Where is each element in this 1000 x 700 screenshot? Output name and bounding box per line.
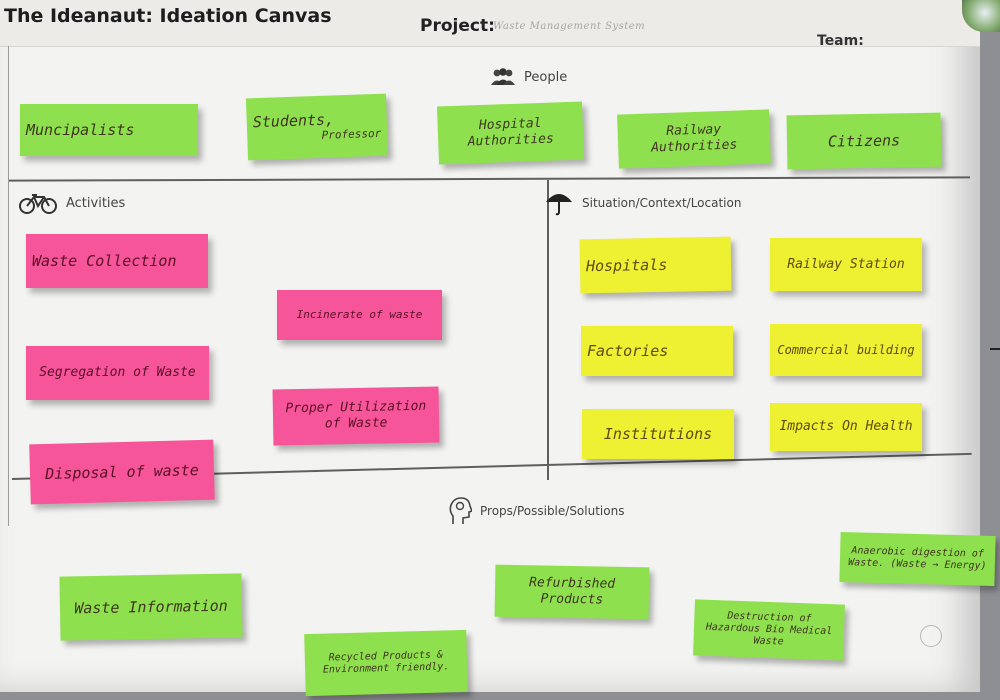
people-icon [491,68,515,85]
note-refurbished-products-text: Refurbished Products [528,575,616,608]
section-title-props: Props/Possible/Solutions [448,496,624,526]
note-anaerobic-digestion[interactable]: Anaerobic digestion of Waste. (Waste → E… [839,531,996,587]
divider-activities-situation [547,180,549,480]
note-railway-authorities[interactable]: Railway Authorities [617,109,771,169]
divider-left-edge [8,46,9,526]
note-citizens-text: Citizens [827,131,901,151]
corner-scribble [920,625,942,647]
note-hospitals-text: Hospitals [585,255,668,276]
note-students[interactable]: Students, Professor [245,93,389,161]
section-title-situation-text: Situation/Context/Location [582,196,742,210]
note-recycled-products-text: Recycled Products & Environment friendly… [322,649,450,676]
umbrella-icon [546,194,572,216]
project-label: Project: [420,16,495,36]
note-hospitals[interactable]: Hospitals [579,236,732,294]
note-segregation-of-waste[interactable]: Segregation of Waste [26,346,209,400]
note-factories-text: Factories [587,342,669,360]
note-institutions-text: Institutions [603,425,713,443]
section-title-props-text: Props/Possible/Solutions [480,504,625,518]
note-students-subtext: Professor [321,127,382,143]
note-commercial-building[interactable]: Commercial building [770,324,922,376]
team-label: Team: [817,33,864,49]
note-institutions[interactable]: Institutions [582,409,734,459]
note-waste-information-text: Waste Information [74,596,228,618]
note-impacts-on-health[interactable]: Impacts On Health [770,403,922,451]
note-anaerobic-digestion-text: Anaerobic digestion of Waste. (Waste → E… [847,545,987,572]
note-waste-collection-text: Waste Collection [32,252,177,270]
note-waste-information[interactable]: Waste Information [59,573,243,641]
note-refurbished-products[interactable]: Refurbished Products [494,564,650,620]
head-thought-icon [449,497,472,524]
app-title: The Ideanaut: Ideation Canvas [4,5,332,27]
note-disposal-of-waste-text: Disposal of waste [45,460,199,484]
note-commercial-building-text: Commercial building [777,342,915,357]
divider-people-bottom [7,176,971,182]
section-title-people-text: People [524,69,568,85]
note-municipalists-text: Muncipalists [26,121,135,139]
note-destruction-biomedical-text: Destruction of Hazardous Bio Medical Was… [705,610,833,648]
right-edge-mark [990,348,1000,350]
note-municipalists[interactable]: Muncipalists [20,104,198,156]
note-destruction-biomedical[interactable]: Destruction of Hazardous Bio Medical Was… [693,599,845,661]
header-bar: The Ideanaut: Ideation Canvas Project: W… [0,0,980,49]
note-segregation-of-waste-text: Segregation of Waste [39,365,196,381]
section-title-activities: Activities [18,192,125,214]
note-railway-station-text: Railway Station [787,256,905,272]
note-proper-utilization-text: Proper Utilization of Waste [285,399,427,432]
bicycle-icon [19,194,57,214]
note-railway-authorities-text: Railway Authorities [650,122,738,156]
note-hospital-authorities[interactable]: Hospital Authorities [437,101,584,165]
note-railway-station[interactable]: Railway Station [770,238,922,291]
note-impacts-on-health-text: Impacts On Health [779,419,913,435]
note-proper-utilization[interactable]: Proper Utilization of Waste [272,386,440,446]
project-value[interactable]: Waste Management System [493,21,646,32]
section-title-people: People [490,68,567,86]
note-recycled-products[interactable]: Recycled Products & Environment friendly… [304,629,468,697]
note-citizens[interactable]: Citizens [786,112,942,170]
note-hospital-authorities-text: Hospital Authorities [467,116,555,150]
note-waste-collection[interactable]: Waste Collection [26,234,208,288]
note-incinerate-of-waste-text: Incinerate of waste [296,308,423,322]
note-factories[interactable]: Factories [581,326,733,376]
note-incinerate-of-waste[interactable]: Incinerate of waste [277,290,442,340]
section-title-activities-text: Activities [66,195,126,211]
note-disposal-of-waste[interactable]: Disposal of waste [29,439,215,505]
section-title-situation: Situation/Context/Location [544,190,741,216]
